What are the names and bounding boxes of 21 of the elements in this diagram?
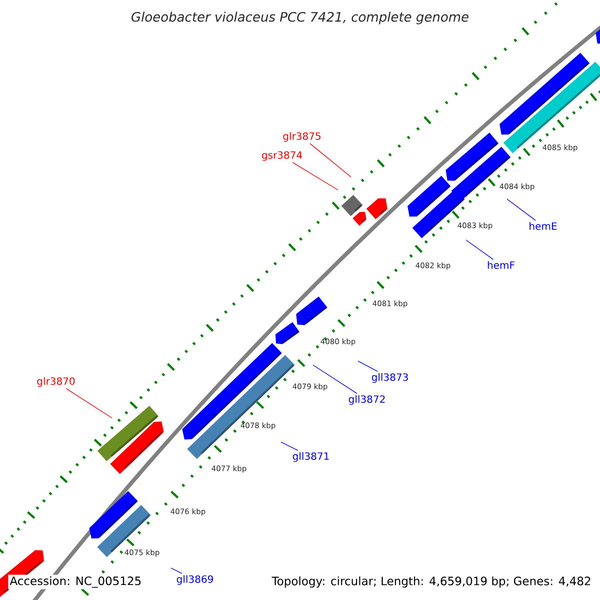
footer-text: Topology: circular; Length: 4,659,019 bp; Genes: 4,482 [270, 574, 593, 590]
gene-label: hemE [530, 222, 557, 230]
leader-line [312, 364, 358, 394]
gene-label: gll3869 [176, 575, 213, 585]
leader-line [170, 568, 182, 574]
gene-label: gll3871 [292, 452, 329, 462]
title: Gloeobacter violaceus PCC 7421, complete genome [132, 12, 468, 24]
leader-line [66, 388, 112, 418]
gene-label: gsr3874 [262, 151, 302, 161]
gene-label: gll3872 [348, 395, 385, 405]
leader-line [506, 198, 536, 221]
leader-line [292, 162, 338, 190]
leader-line [358, 360, 378, 372]
leader-line [310, 143, 352, 178]
gene-label: glr3870 [37, 377, 75, 387]
leader-line [280, 442, 298, 451]
gene-label: glr3875 [283, 132, 320, 142]
footer-text: Accession: NC_005125 [8, 574, 144, 590]
leader-line [466, 240, 494, 260]
gene-label: hemF [488, 261, 514, 269]
gene-label: gll3873 [372, 373, 408, 383]
